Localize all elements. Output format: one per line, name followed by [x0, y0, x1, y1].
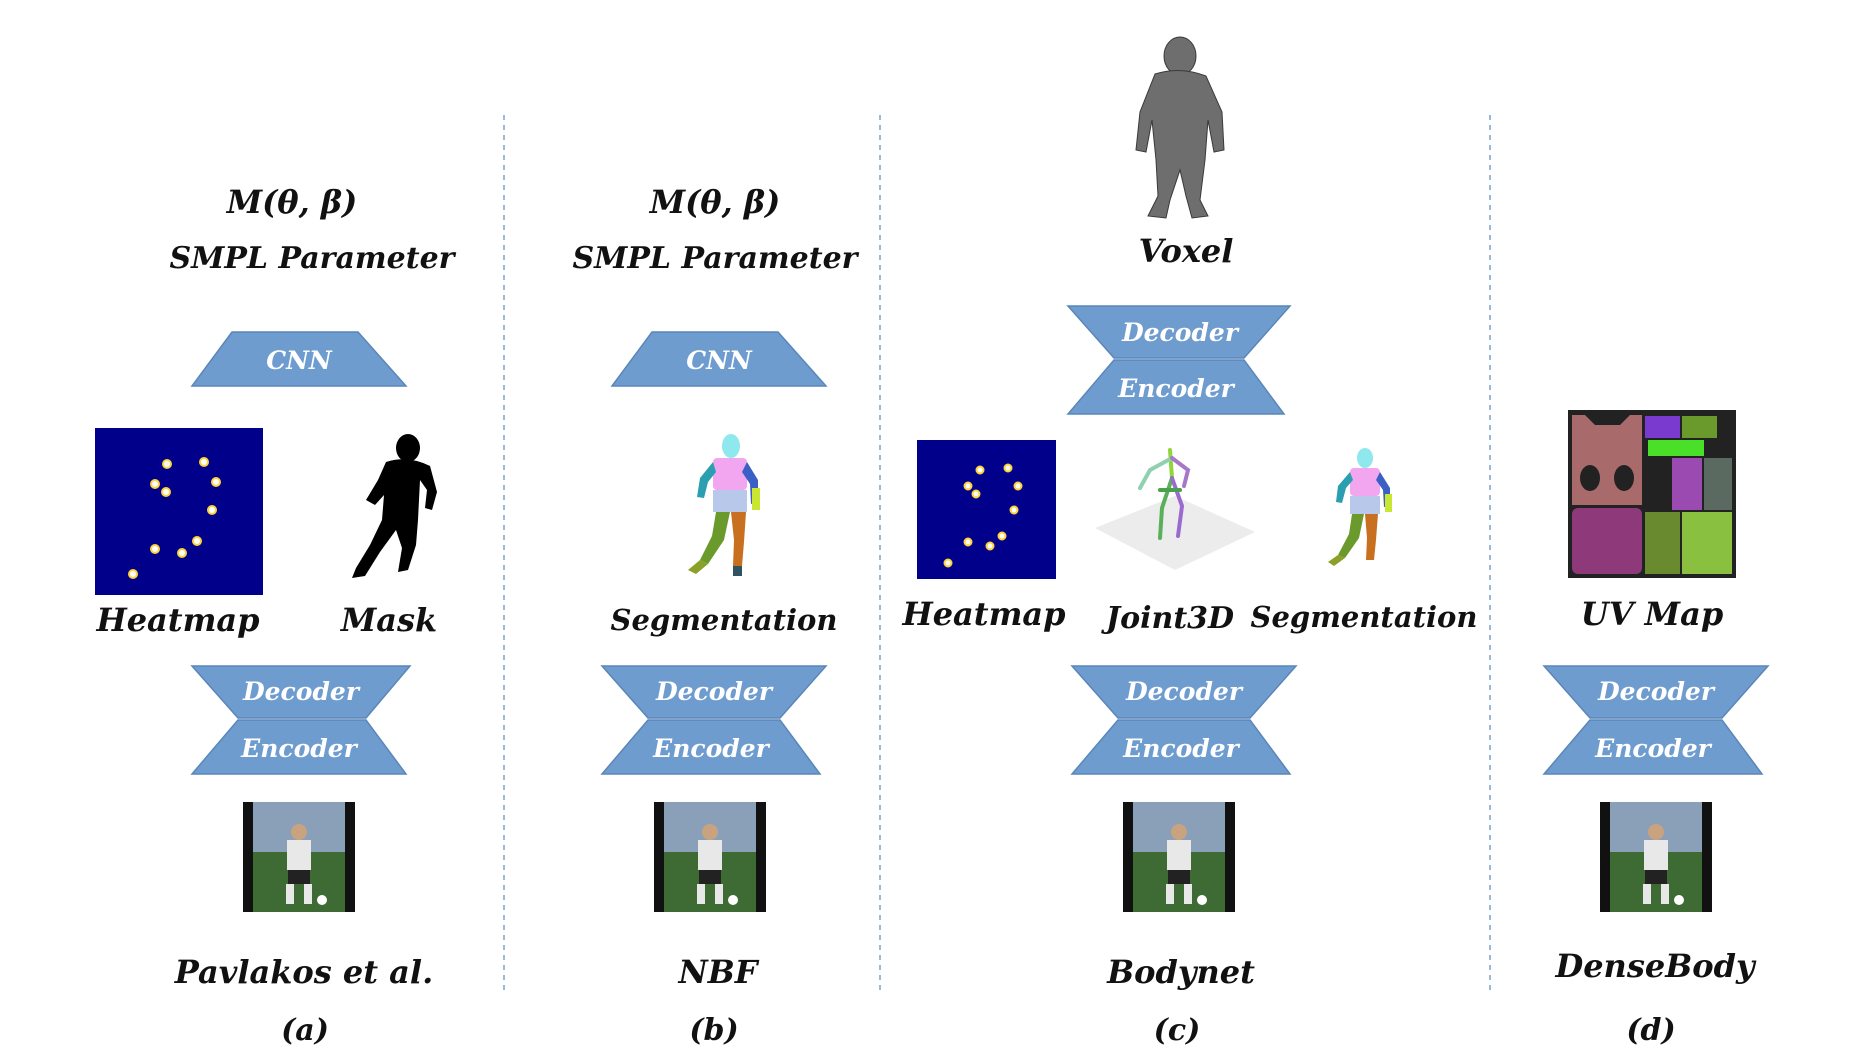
column-d: UV Map Decoder Encoder DenseBody (d) — [1542, 410, 1770, 1048]
decoder-block — [1070, 665, 1298, 719]
encoder-block — [190, 719, 408, 775]
voxel-label: Voxel — [1139, 232, 1234, 270]
method-name: Bodynet — [1106, 953, 1255, 991]
top-encoder-label: Encoder — [1117, 374, 1236, 403]
encoder-block — [1542, 719, 1764, 775]
mask-label: Mask — [340, 601, 437, 639]
input-photo — [654, 802, 766, 912]
cnn-label: CNN — [686, 346, 753, 375]
input-photo — [243, 802, 355, 912]
smpl-label: SMPL Parameter — [573, 241, 860, 276]
decoder-block — [190, 665, 412, 719]
heatmap-image — [917, 440, 1056, 579]
caption: (a) — [281, 1013, 329, 1048]
smpl-formula: M(θ, β) — [649, 183, 781, 221]
column-a: M(θ, β) SMPL Parameter CNN Heatmap Mask … — [95, 183, 457, 1048]
input-photo — [1600, 802, 1712, 912]
encoder-block — [600, 719, 822, 775]
decoder-label: Decoder — [655, 677, 774, 706]
caption: (d) — [1626, 1013, 1675, 1048]
heatmap-image — [95, 428, 263, 595]
smpl-formula: M(θ, β) — [226, 183, 358, 221]
segmentation-label: Segmentation — [1251, 600, 1478, 634]
segmentation-image — [688, 434, 760, 576]
caption: (c) — [1154, 1013, 1201, 1048]
uv-map-label: UV Map — [1581, 595, 1723, 633]
segmentation-image — [1328, 448, 1392, 566]
input-photo — [1123, 802, 1235, 912]
mask-image — [352, 434, 437, 578]
column-b: M(θ, β) SMPL Parameter CNN Segmentation … — [573, 183, 860, 1048]
encoder-label: Encoder — [240, 734, 359, 763]
decoder-block — [600, 665, 828, 719]
voxel-image — [1135, 36, 1225, 219]
method-name: Pavlakos et al. — [174, 953, 433, 991]
top-decoder-block — [1066, 305, 1292, 359]
encoder-block — [1070, 719, 1292, 775]
joint3d-label: Joint3D — [1101, 601, 1234, 636]
segmentation-label: Segmentation — [611, 603, 838, 637]
top-encoder-block — [1066, 359, 1286, 415]
decoder-label: Decoder — [242, 677, 361, 706]
caption: (b) — [689, 1013, 738, 1048]
cnn-block — [190, 331, 408, 387]
joint3d-image — [1095, 448, 1255, 570]
decoder-label: Decoder — [1125, 677, 1244, 706]
encoder-label: Encoder — [1594, 734, 1713, 763]
heatmap-label: Heatmap — [901, 595, 1065, 633]
column-c: Voxel Decoder Encoder — [901, 36, 1478, 1048]
decoder-label: Decoder — [1597, 677, 1716, 706]
encoder-label: Encoder — [1122, 734, 1241, 763]
method-name: DenseBody — [1554, 947, 1757, 985]
cnn-label: CNN — [266, 346, 333, 375]
heatmap-label: Heatmap — [95, 601, 259, 639]
smpl-label: SMPL Parameter — [170, 241, 457, 276]
uv-map-image — [1568, 410, 1736, 578]
decoder-block — [1542, 665, 1770, 719]
encoder-label: Encoder — [652, 734, 771, 763]
method-name: NBF — [677, 953, 759, 991]
top-decoder-label: Decoder — [1121, 318, 1240, 347]
cnn-block — [610, 331, 828, 387]
